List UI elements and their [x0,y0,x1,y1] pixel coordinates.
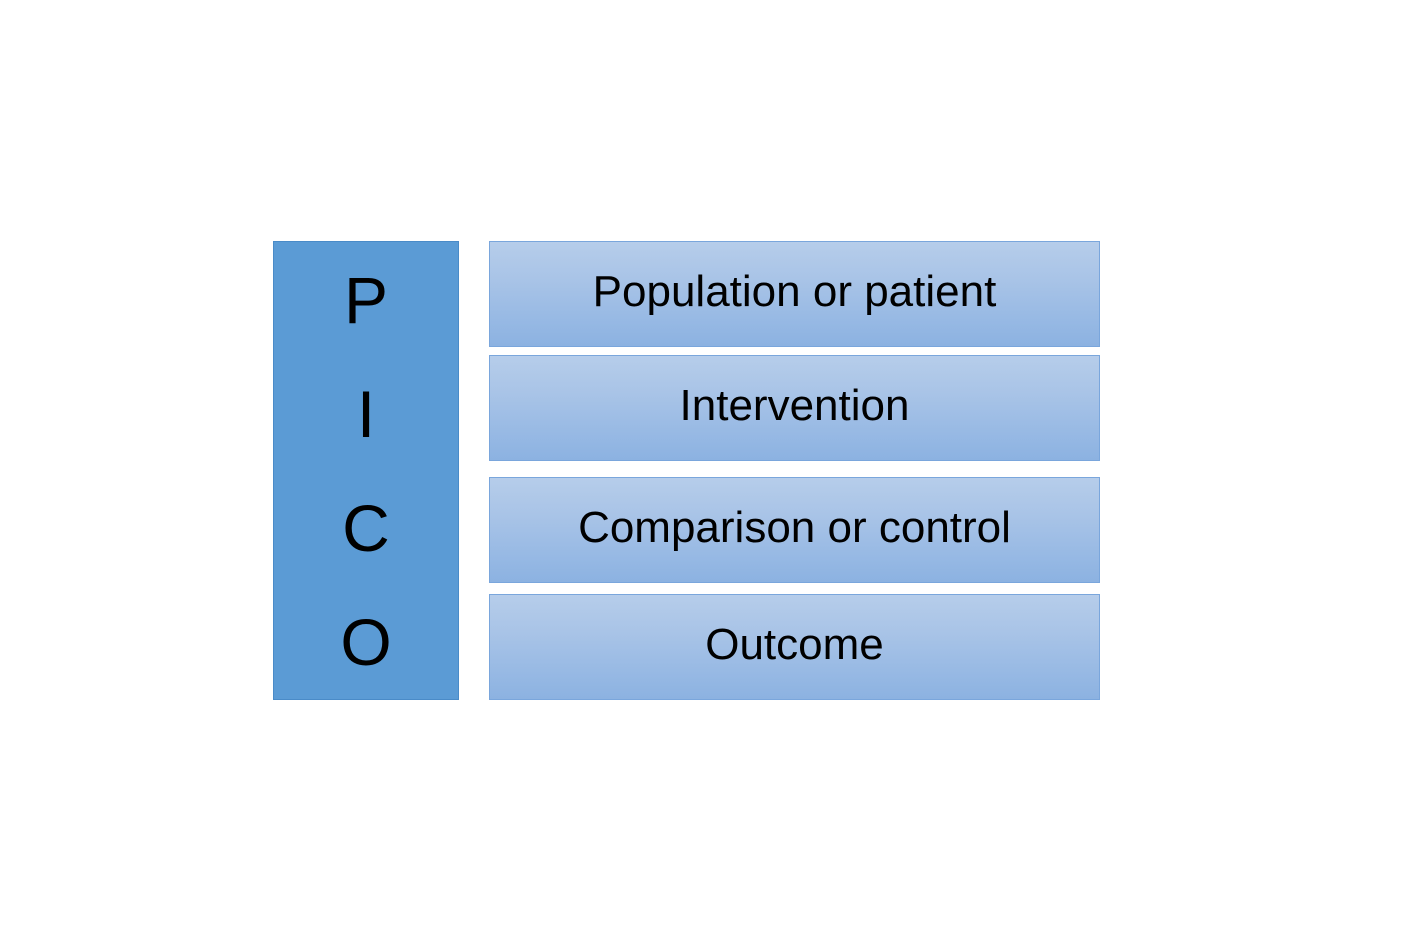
pico-diagram: P I C O Population or patient Interventi… [273,241,1100,701]
pico-acronym-panel: P I C O [273,241,459,700]
pico-bar-comparison: Comparison or control [489,477,1100,583]
pico-bar-intervention: Intervention [489,355,1100,461]
pico-bar-population: Population or patient [489,241,1100,347]
pico-bar-outcome: Outcome [489,594,1100,700]
pico-bar-label-intervention: Intervention [679,380,910,430]
pico-definition-bars: Population or patient Intervention Compa… [489,241,1100,701]
acronym-letter-i: I [356,376,376,451]
pico-bar-label-comparison: Comparison or control [578,502,1011,552]
acronym-letter-c: C [342,490,390,565]
acronym-letter-p: P [343,262,389,337]
pico-bar-label-outcome: Outcome [705,619,884,669]
pico-bar-label-population: Population or patient [592,266,997,316]
acronym-letter-o: O [340,604,392,679]
